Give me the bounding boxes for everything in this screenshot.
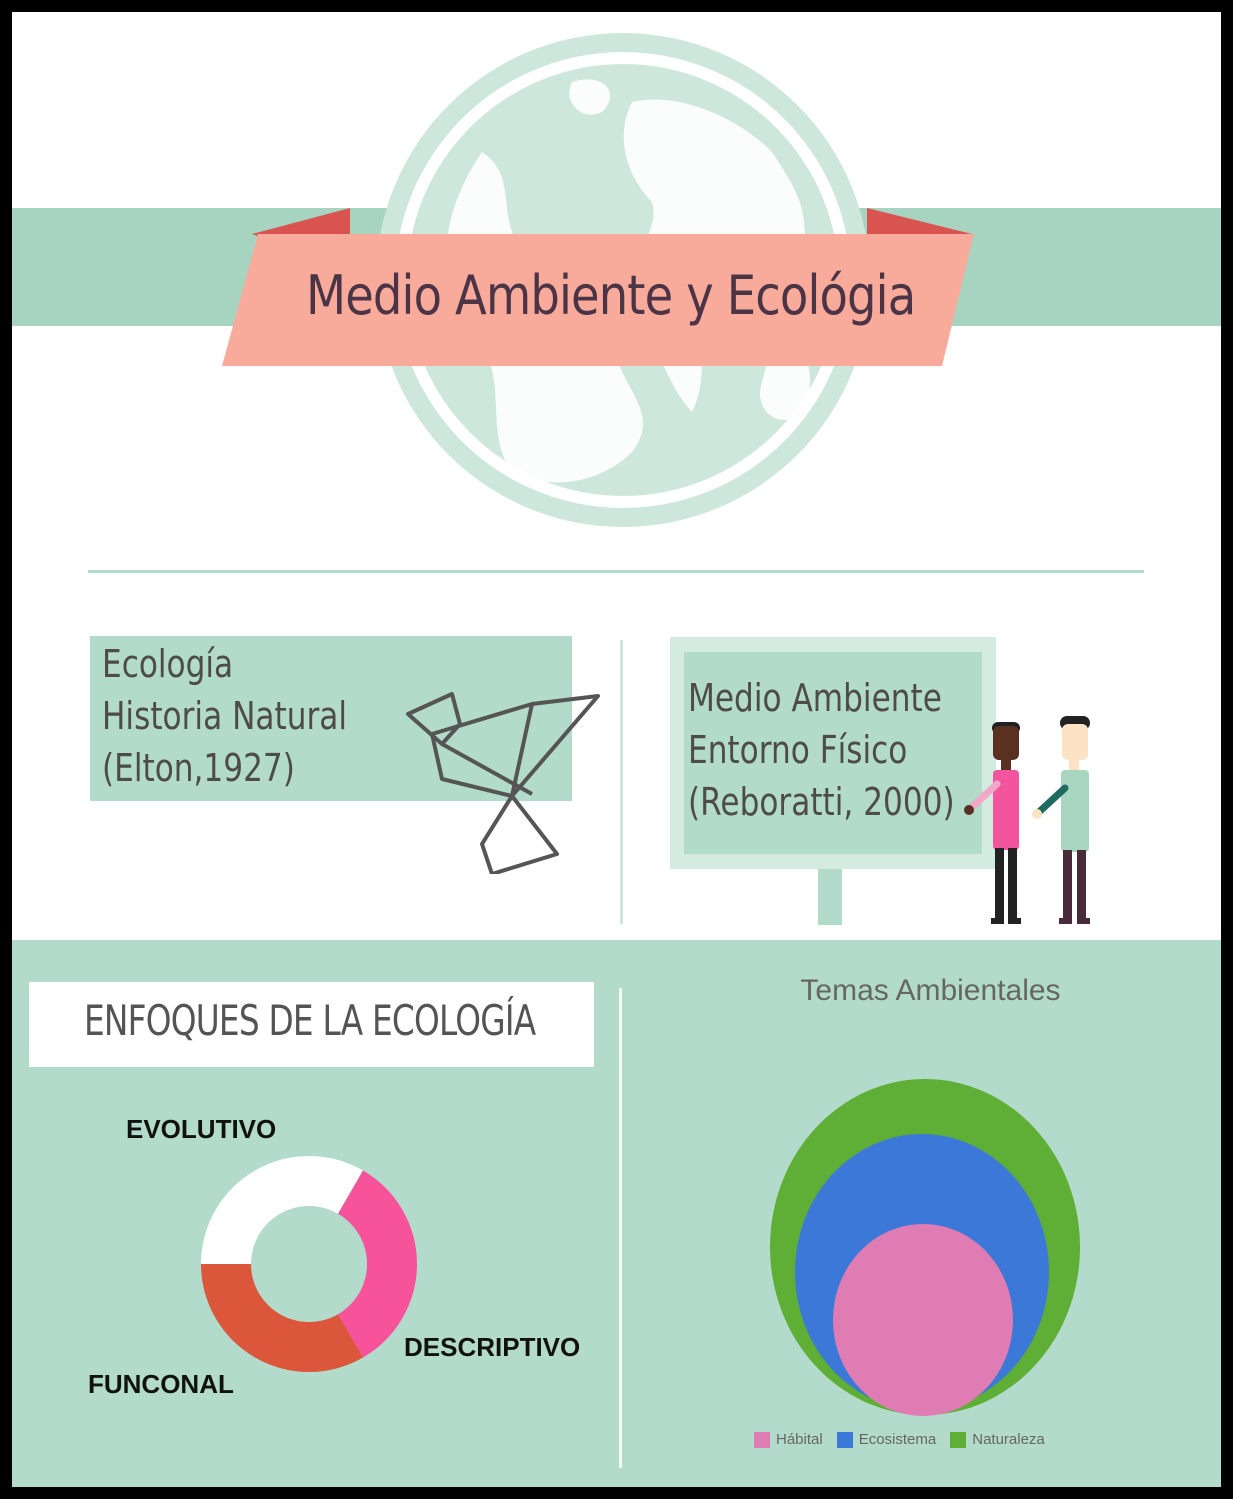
person-1-icon [964,722,1021,924]
ecologia-line-2: Historia Natural [102,694,348,738]
legend-swatch-habital [754,1431,770,1448]
legend-swatch-naturaleza [950,1431,967,1448]
ecologia-line-3: (Elton,1927) [102,746,295,790]
legend-item-habital: Hábital [754,1431,823,1448]
medio-line-3: (Reboratti, 2000) [688,780,955,824]
label-funconal: FUNCONAL [88,1369,234,1399]
temas-legend: Hábital Ecosistema Naturaleza [754,1431,1045,1448]
title-ribbon [222,234,974,366]
infographic: Medio Ambiente y Ecológia Ecología Histo… [8,8,1225,1491]
donut-segment-evolutivo [201,1156,363,1264]
people-illustration [964,716,1090,924]
legend-label-habital: Hábital [776,1431,823,1448]
medio-line-1: Medio Ambiente [688,676,942,720]
medio-ambiente-card-text: Medio Ambiente Entorno Físico (Reboratti… [688,672,955,828]
legend-label-naturaleza: Naturaleza [972,1431,1045,1448]
bottom-vertical-divider [619,988,622,1468]
circle-habital [833,1224,1013,1416]
donut-segment-descriptivo [338,1170,417,1358]
temas-nested-circles [770,1079,1080,1416]
ecologia-card-text: Ecología Historia Natural (Elton,1927) [102,638,347,794]
label-descriptivo: DESCRIPTIVO [404,1332,581,1362]
legend-item-naturaleza: Naturaleza [950,1431,1045,1448]
label-evolutivo: EVOLUTIVO [126,1114,277,1144]
section-divider [88,570,1144,573]
enfoques-title-box [29,982,594,1067]
person-2-icon [1032,716,1090,924]
origami-bird-icon [406,692,600,874]
enfoques-title: ENFOQUES DE LA ECOLOGÍA [84,996,536,1045]
legend-swatch-ecosistema [836,1431,853,1448]
temas-title: Temas Ambientales [800,974,1061,1007]
enfoques-donut-chart [201,1156,417,1372]
legend-label-ecosistema: Ecosistema [858,1431,937,1448]
vertical-divider [620,640,623,924]
ecologia-line-1: Ecología [102,642,234,686]
donut-segment-funconal [201,1264,363,1372]
legend-item-ecosistema: Ecosistema [836,1431,937,1448]
board-stand [818,869,842,925]
medio-ambiente-card [684,652,982,854]
globe-icon [12,33,1221,527]
medio-line-2: Entorno Físico [688,728,908,772]
page-title: Medio Ambiente y Ecológia [306,264,916,327]
